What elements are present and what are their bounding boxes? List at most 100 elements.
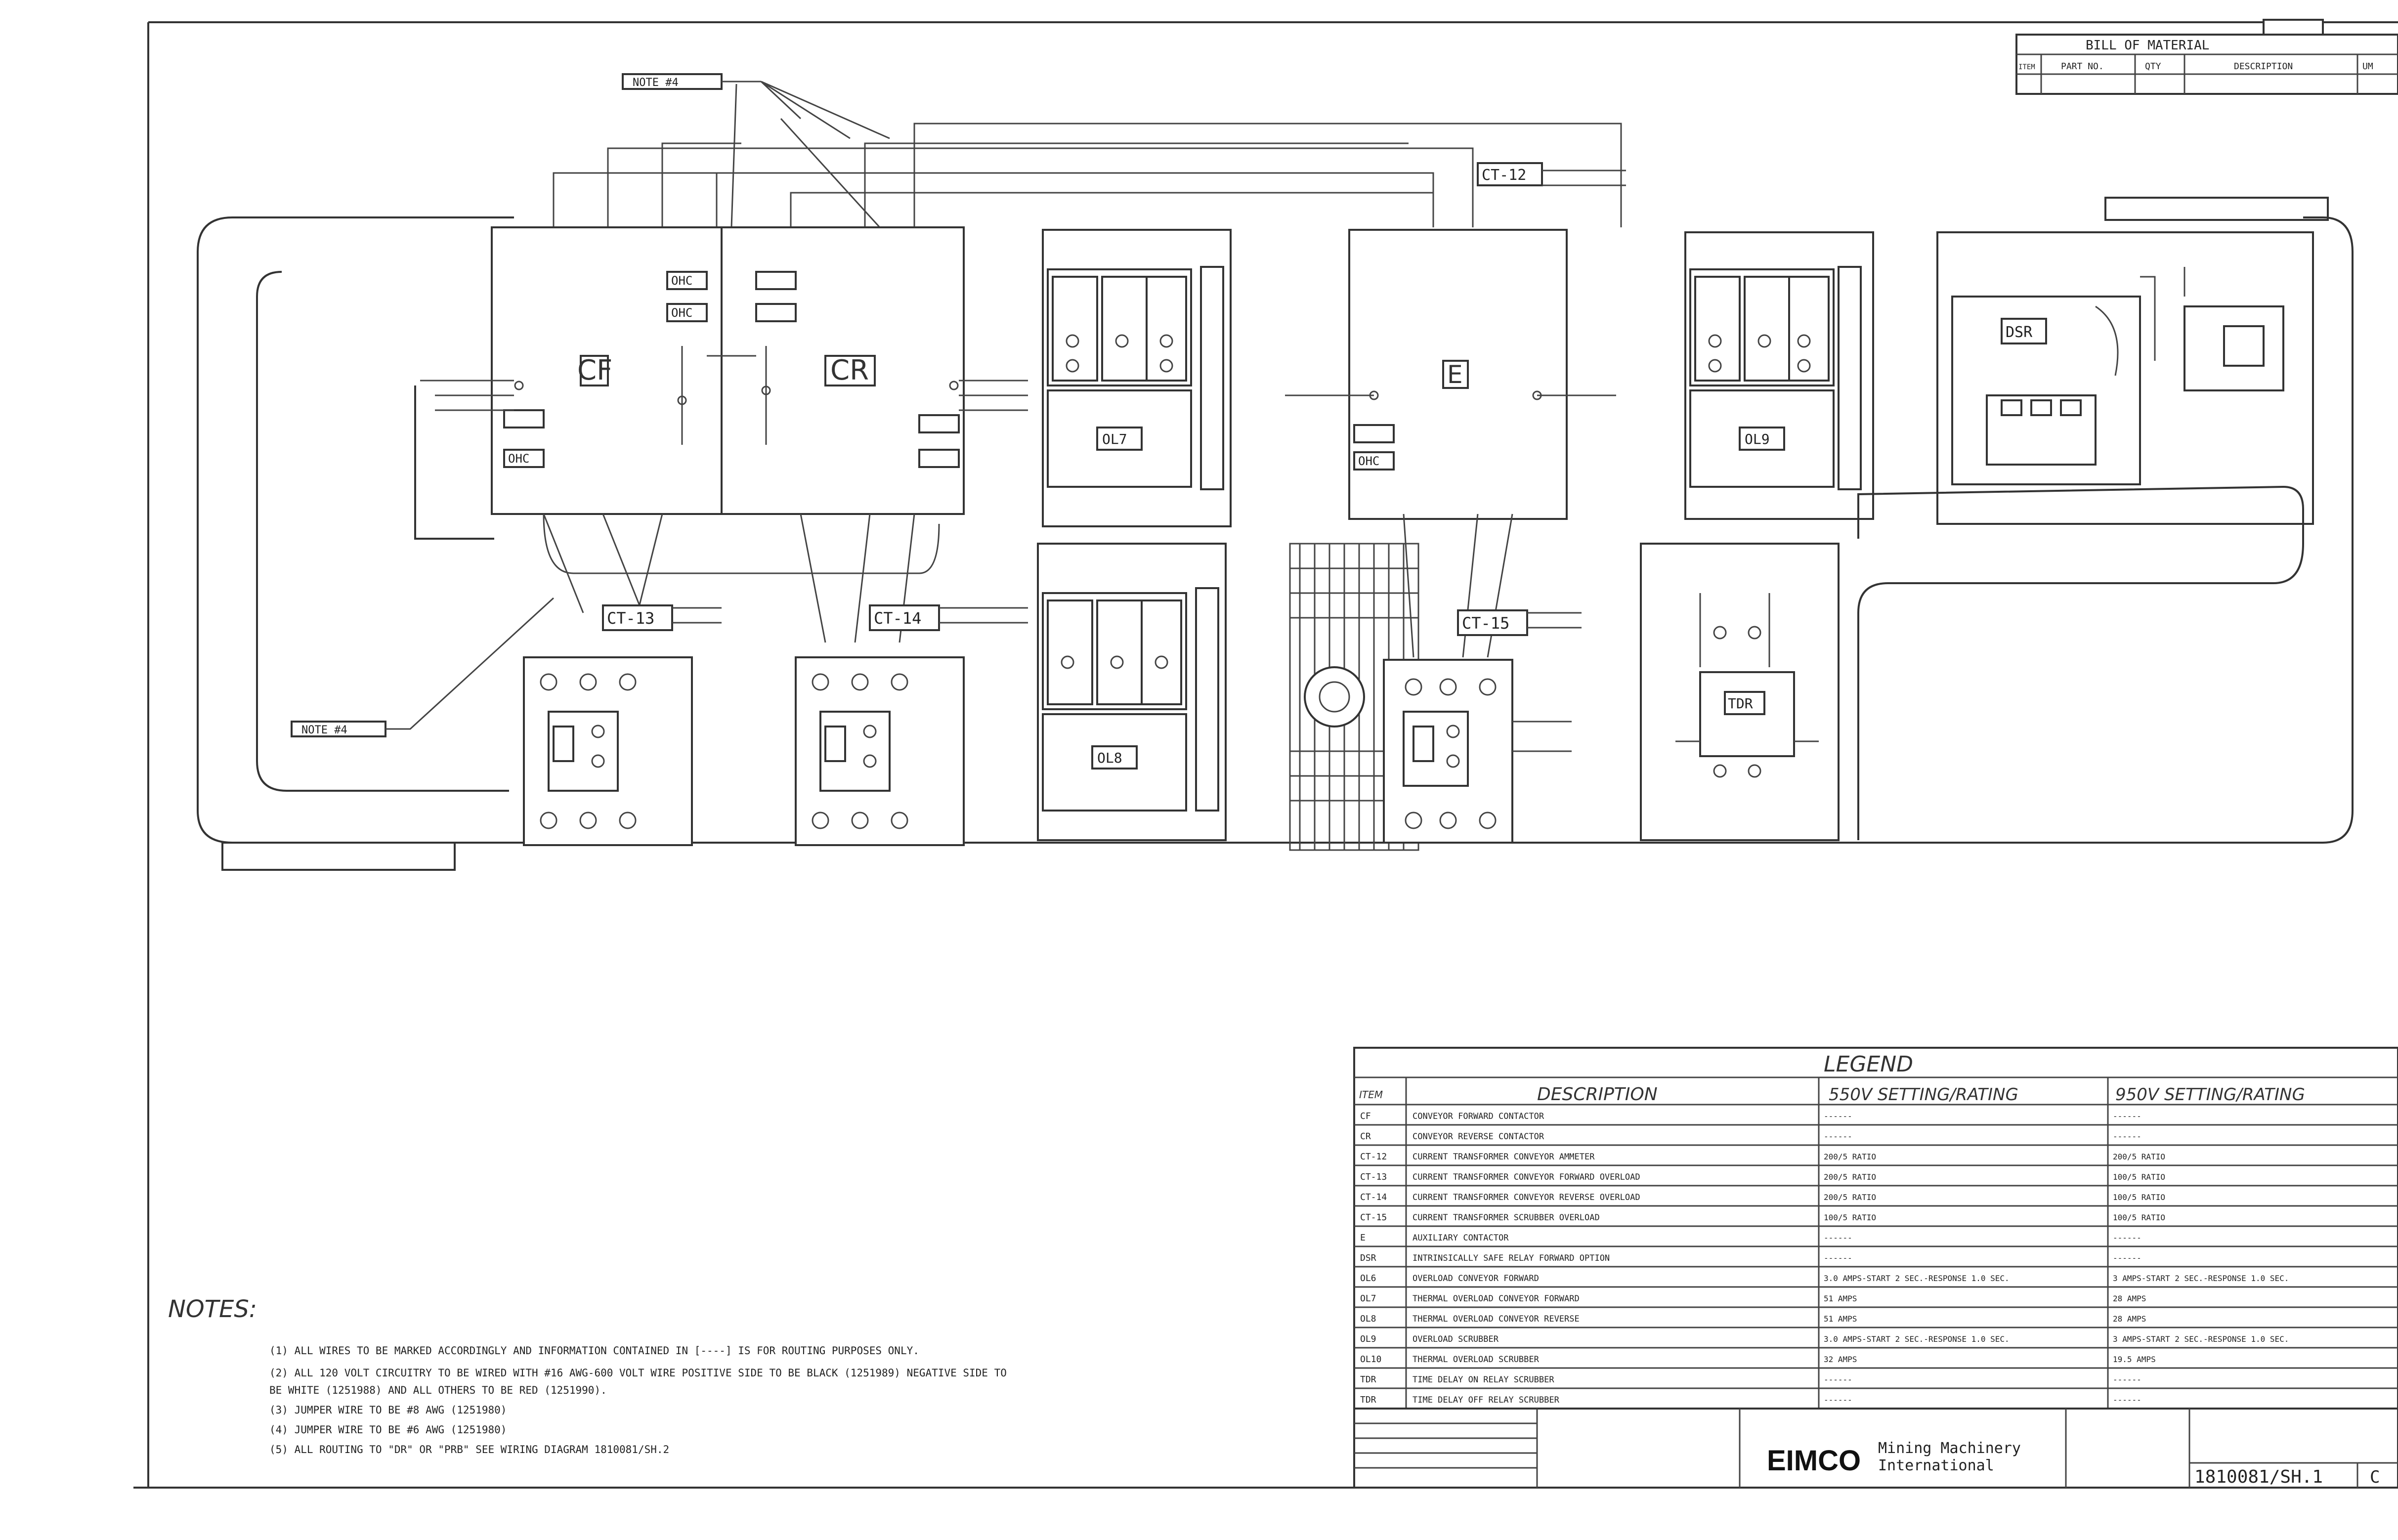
legend-cell: 3.0 AMPS-START 2 SEC.-RESPONSE 1.0 SEC. [1824, 1274, 2010, 1283]
legend-cell: ------ [2113, 1395, 2141, 1405]
bom-header-description: DESCRIPTION [2234, 61, 2293, 72]
note-3: (3) JUMPER WIRE TO BE #8 AWG (1251980) [269, 1404, 507, 1416]
legend-cell: 200/5 RATIO [1824, 1172, 1876, 1182]
legend-header-item: ITEM [1359, 1089, 1383, 1101]
legend-cell: 100/5 RATIO [2113, 1213, 2165, 1222]
legend-cell: OL8 [1360, 1314, 1376, 1324]
legend-cell: TDR [1360, 1374, 1376, 1385]
legend-cell: ------ [1824, 1253, 1852, 1263]
legend-cell: 3.0 AMPS-START 2 SEC.-RESPONSE 1.0 SEC. [1824, 1334, 2010, 1344]
legend-cell: ------ [1824, 1112, 1852, 1121]
revision-letter: C [2370, 1467, 2380, 1487]
legend-cell: CURRENT TRANSFORMER CONVEYOR REVERSE OVE… [1413, 1193, 1640, 1202]
legend-cell: CT-13 [1360, 1172, 1387, 1182]
note-flags: NOTE #4 NOTE #4 [291, 73, 761, 737]
note-4: (4) JUMPER WIRE TO BE #6 AWG (1251980) [269, 1424, 507, 1436]
legend-cell: THERMAL OVERLOAD SCRUBBER [1413, 1355, 1540, 1365]
legend-cell: 32 AMPS [1824, 1355, 1857, 1364]
legend-cell: OVERLOAD CONVEYOR FORWARD [1413, 1274, 1539, 1283]
legend-cell: 28 AMPS [2113, 1314, 2146, 1324]
note-ref-top: NOTE #4 [633, 77, 679, 89]
legend-cell: TDR [1360, 1395, 1376, 1405]
dsr-module: DSR [1936, 231, 2314, 525]
legend-cell: 100/5 RATIO [2113, 1172, 2165, 1182]
ol8-label: OL8 [1097, 750, 1122, 766]
bom-header-part-no: PART NO. [2061, 61, 2104, 72]
ct-12-label: CT-12 [1482, 167, 1526, 184]
legend-cell: 200/5 RATIO [1824, 1152, 1876, 1161]
legend-cell: E [1360, 1233, 1366, 1243]
legend-title: LEGEND [1824, 1052, 1913, 1077]
cr-label: CR [830, 354, 869, 386]
legend-header-description: DESCRIPTION [1537, 1084, 1658, 1105]
legend-cell: OL6 [1360, 1273, 1376, 1283]
ct-15-label: CT-15 [1462, 614, 1509, 633]
lower-left-blocks: CT-13 CT-14 [523, 513, 1028, 846]
note-2-cont: BE WHITE (1251988) AND ALL OTHERS TO BE … [269, 1384, 607, 1396]
legend-cell: 51 AMPS [1824, 1294, 1857, 1303]
legend-table: LEGEND ITEM DESCRIPTION 550V SETTING/RAT… [1353, 1047, 2398, 1410]
legend-cell: CURRENT TRANSFORMER CONVEYOR AMMETER [1413, 1152, 1595, 1162]
note-2: (2) ALL 120 VOLT CIRCUITRY TO BE WIRED W… [269, 1367, 1007, 1379]
note-5: (5) ALL ROUTING TO "DR" OR "PRB" SEE WIR… [269, 1444, 669, 1455]
legend-cell: CT-15 [1360, 1212, 1387, 1223]
legend-cell: OL9 [1360, 1334, 1376, 1344]
tdr-label: TDR [1728, 695, 1753, 712]
bill-of-material: BILL OF MATERIAL ITEM PART NO. QTY DESCR… [2015, 19, 2398, 95]
ol9-label: OL9 [1745, 431, 1770, 447]
top-wiring [553, 81, 1622, 228]
legend-cell: 200/5 RATIO [2113, 1152, 2165, 1161]
legend-cell: OL10 [1360, 1354, 1381, 1365]
legend-cell: INTRINSICALLY SAFE RELAY FORWARD OPTION [1413, 1253, 1610, 1263]
ohc-label-1: OHC [671, 274, 692, 288]
ol9-relay: OL9 [1684, 231, 1874, 520]
ct-13-label: CT-13 [607, 609, 654, 628]
legend-cell: ------ [2113, 1112, 2141, 1121]
ct15-block: CT-15 [1383, 513, 1582, 844]
bom-title: BILL OF MATERIAL [2086, 38, 2209, 53]
ohc-label-3: OHC [508, 452, 529, 466]
notes-section: NOTES: (1) ALL WIRES TO BE MARKED ACCORD… [168, 1295, 1007, 1455]
enclosure-outline [197, 197, 2354, 871]
ct-14-label: CT-14 [874, 609, 921, 628]
legend-cell: OL7 [1360, 1293, 1376, 1304]
legend-cell: 28 AMPS [2113, 1294, 2146, 1303]
legend-cell: ------ [1824, 1395, 1852, 1405]
legend-cell: 19.5 AMPS [2113, 1355, 2156, 1364]
legend-cell: CR [1360, 1131, 1371, 1142]
company-name-line1: Mining Machinery [1878, 1440, 2021, 1457]
eimco-logo: EIMCO [1767, 1445, 1861, 1477]
ol7-label: OL7 [1102, 431, 1127, 447]
legend-cell: CT-14 [1360, 1192, 1387, 1202]
legend-cell: ------ [2113, 1375, 2141, 1384]
legend-cell: CT-12 [1360, 1152, 1387, 1162]
legend-cell: ------ [1824, 1233, 1852, 1242]
legend-cell: ------ [1824, 1132, 1852, 1141]
legend-cell: TIME DELAY OFF RELAY SCRUBBER [1413, 1395, 1560, 1405]
legend-cell: THERMAL OVERLOAD CONVEYOR REVERSE [1413, 1314, 1580, 1324]
ol7-relay: OL7 [1042, 229, 1232, 527]
legend-cell: ------ [2113, 1253, 2141, 1263]
legend-header-550v: 550V SETTING/RATING [1829, 1085, 2018, 1105]
ohc-label-2: OHC [671, 306, 692, 320]
dsr-label: DSR [2006, 324, 2033, 341]
legend-cell: ------ [1824, 1375, 1852, 1384]
bom-header-qty: QTY [2145, 61, 2161, 72]
title-block: EIMCO Mining Machinery International 181… [1353, 1408, 2398, 1489]
ol8-relay: OL8 [1037, 543, 1227, 841]
legend-cell: 100/5 RATIO [1824, 1213, 1876, 1222]
legend-cell: CURRENT TRANSFORMER CONVEYOR FORWARD OVE… [1413, 1172, 1640, 1182]
ohc-label-4: OHC [1358, 454, 1379, 468]
legend-cell: CONVEYOR FORWARD CONTACTOR [1413, 1112, 1544, 1121]
legend-header-950v: 950V SETTING/RATING [2115, 1085, 2305, 1105]
legend-cell: 51 AMPS [1824, 1314, 1857, 1324]
tdr-relay: TDR [1640, 543, 1840, 841]
legend-cell: CURRENT TRANSFORMER SCRUBBER OVERLOAD [1413, 1213, 1600, 1223]
note-1: (1) ALL WIRES TO BE MARKED ACCORDINGLY A… [269, 1345, 919, 1357]
legend-cell: CF [1360, 1111, 1371, 1121]
legend-cell: DSR [1360, 1253, 1376, 1263]
legend-cell: AUXILIARY CONTACTOR [1413, 1233, 1509, 1243]
legend-cell: OVERLOAD SCRUBBER [1413, 1334, 1499, 1344]
note-ref-bottom: NOTE #4 [301, 724, 347, 736]
cf-cr-contactors: CF CR OHC OHC OHC [420, 226, 1028, 515]
